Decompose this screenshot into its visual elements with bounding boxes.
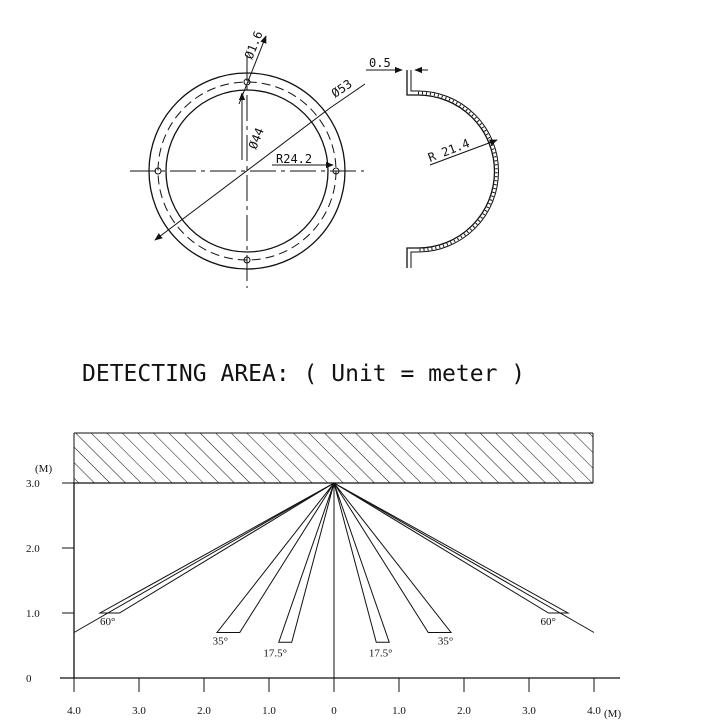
y-tick-label: 3.0	[26, 478, 40, 490]
detection-beam	[98, 482, 335, 614]
detection-beam	[278, 482, 335, 643]
detection-beam	[333, 482, 390, 643]
mount-hole-right	[332, 167, 340, 175]
x-tick-label: 2.0	[197, 705, 211, 717]
beam-angle-label: 17.5°	[369, 647, 393, 659]
x-unit-label: (M)	[604, 708, 621, 720]
lens-inner-profile	[410, 70, 499, 268]
x-tick-label: 2.0	[457, 705, 471, 717]
y-tick-label: 2.0	[26, 543, 40, 555]
coverage-boundary-left	[73, 482, 335, 633]
side-view: 0.5 R 21.4	[366, 56, 499, 268]
x-tick-label: 3.0	[522, 705, 536, 717]
bolt-radius-label: R24.2	[276, 152, 312, 166]
detection-beam	[333, 482, 453, 633]
beam-angle-label: 35°	[213, 636, 228, 648]
detection-beam	[333, 482, 570, 614]
x-tick-label: 0	[331, 705, 337, 717]
inner-diameter-label: Ø44	[246, 126, 267, 151]
detecting-area-title: DETECTING AREA: ( Unit = meter )	[82, 361, 525, 387]
beam-labels: 60° 35° 17.5° 17.5° 35° 60°	[100, 616, 556, 659]
front-view: Ø53 Ø1.6 Ø44 R24.2	[130, 29, 366, 288]
outer-diameter-label: Ø53	[329, 77, 355, 101]
thickness-label: 0.5	[369, 56, 391, 70]
x-tick-label: 4.0	[67, 705, 81, 717]
beam-angle-label: 60°	[541, 616, 556, 628]
x-tick-label: 3.0	[132, 705, 146, 717]
y-tick-label: 0	[26, 673, 32, 685]
x-tick-label: 4.0	[587, 705, 601, 717]
outer-diameter-leader-ext	[329, 83, 366, 109]
y-tick-label: 1.0	[26, 608, 40, 620]
mount-hole-left	[154, 167, 162, 175]
beam-angle-label: 17.5°	[263, 647, 287, 659]
detection-beam	[215, 482, 335, 633]
y-ticks: 3.0 2.0 1.0 0	[26, 478, 74, 685]
fresnel-ridges	[417, 91, 498, 252]
x-ticks: 4.0 3.0 2.0 1.0 0 1.0 2.0 3.0 4.0	[67, 678, 601, 717]
y-unit-label: (M)	[35, 463, 52, 475]
coverage-boundary-right	[333, 482, 595, 633]
beam-angle-label: 35°	[438, 636, 453, 648]
detection-beams	[73, 482, 595, 643]
beam-angle-label: 60°	[100, 616, 115, 628]
x-tick-label: 1.0	[392, 705, 406, 717]
wall-hatch	[74, 433, 593, 483]
lens-radius-leader	[429, 139, 498, 166]
outer-diameter-leader	[154, 107, 331, 241]
lens-outer-profile	[406, 70, 496, 268]
lens-radius-label: R 21.4	[426, 136, 471, 165]
x-tick-label: 1.0	[262, 705, 276, 717]
mount-hole-bottom	[243, 256, 251, 264]
